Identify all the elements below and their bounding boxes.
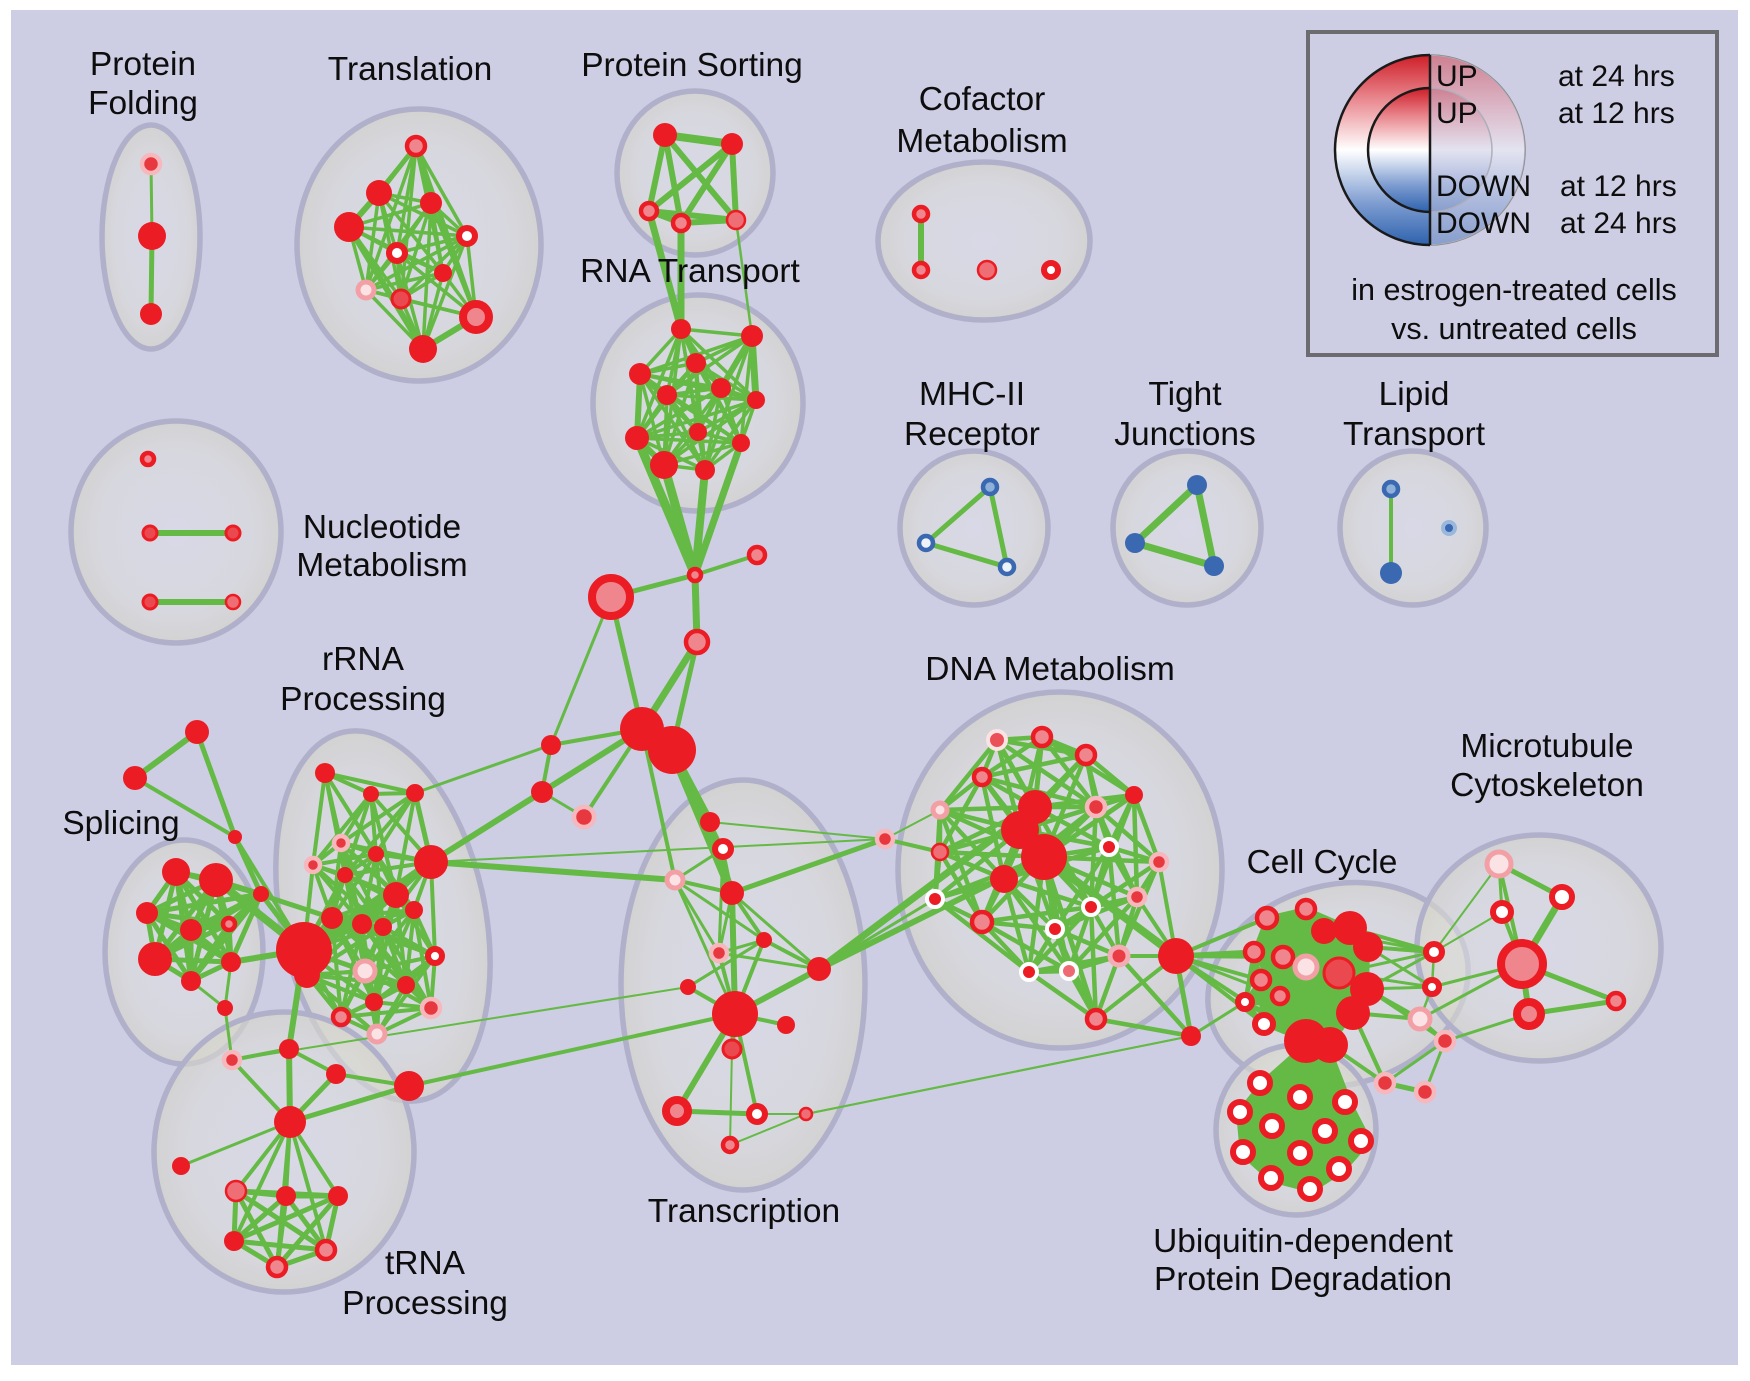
svg-text:in estrogen-treated cells: in estrogen-treated cells [1351,273,1677,307]
svg-text:RNA Transport: RNA Transport [580,253,800,290]
svg-text:Tight: Tight [1148,376,1222,413]
svg-text:Protein Degradation: Protein Degradation [1154,1261,1452,1298]
svg-text:Metabolism: Metabolism [296,547,467,584]
svg-text:rRNA: rRNA [322,641,405,678]
svg-text:Metabolism: Metabolism [896,123,1067,160]
svg-text:Receptor: Receptor [904,416,1040,453]
svg-text:at 12 hrs: at 12 hrs [1560,170,1677,203]
svg-text:Transcription: Transcription [648,1193,840,1230]
svg-text:Cofactor: Cofactor [919,81,1046,118]
svg-text:Processing: Processing [342,1285,508,1322]
svg-text:tRNA: tRNA [385,1245,466,1282]
svg-text:Splicing: Splicing [62,805,179,842]
svg-text:Folding: Folding [88,85,198,122]
svg-text:vs. untreated cells: vs. untreated cells [1391,312,1637,346]
svg-text:MHC-II: MHC-II [919,376,1025,413]
svg-text:Lipid: Lipid [1379,376,1450,413]
svg-text:Microtubule: Microtubule [1460,728,1633,765]
svg-text:DOWN: DOWN [1436,170,1531,203]
svg-text:Transport: Transport [1343,416,1486,453]
svg-text:Ubiquitin-dependent: Ubiquitin-dependent [1153,1223,1454,1260]
svg-text:DOWN: DOWN [1436,207,1531,240]
svg-text:Protein Sorting: Protein Sorting [581,47,803,84]
svg-text:Translation: Translation [328,51,492,88]
svg-text:UP: UP [1436,97,1478,130]
svg-text:UP: UP [1436,60,1478,93]
svg-text:Cytoskeleton: Cytoskeleton [1450,767,1644,804]
svg-text:Nucleotide: Nucleotide [303,509,461,546]
svg-text:at 12 hrs: at 12 hrs [1558,97,1675,130]
svg-text:Junctions: Junctions [1114,416,1256,453]
svg-text:Cell Cycle: Cell Cycle [1247,844,1398,881]
svg-text:Processing: Processing [280,681,446,718]
svg-text:Protein: Protein [90,46,196,83]
svg-text:at 24 hrs: at 24 hrs [1560,207,1677,240]
svg-text:DNA Metabolism: DNA Metabolism [925,651,1174,688]
svg-text:at 24 hrs: at 24 hrs [1558,60,1675,93]
